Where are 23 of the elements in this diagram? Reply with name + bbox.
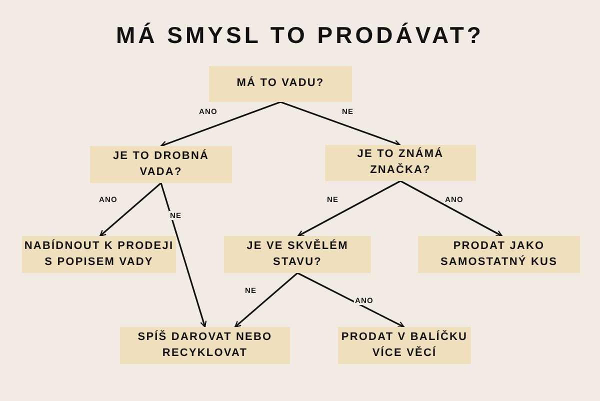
decision-box xyxy=(209,66,352,102)
arrow xyxy=(160,101,281,148)
arrow xyxy=(297,272,405,328)
decision-box xyxy=(224,236,371,273)
title: MÁ SMYSL TO PRODÁVAT? xyxy=(115,22,485,49)
decision-box xyxy=(325,145,476,181)
node-text: PRODAT V BALÍČKU VÍCE VĚCÍ xyxy=(340,330,469,360)
arrow xyxy=(99,182,162,237)
node-text: SPÍŠ DAROVAT NEBO RECYKLOVAT xyxy=(136,330,274,360)
node-text: JE VE SKVĚLÉM STAVU? xyxy=(246,238,350,270)
decision-box xyxy=(120,327,290,364)
node-text: JE TO DROBNÁ VADA? xyxy=(112,148,210,180)
arrow xyxy=(297,180,401,237)
arrow xyxy=(400,180,503,237)
decision-box xyxy=(90,146,232,183)
node-text: NABÍDNOUT K PRODEJI S POPISEM VADY xyxy=(23,238,175,270)
arrow xyxy=(234,272,298,328)
node-text: PRODAT JAKO SAMOSTATNÝ KUS xyxy=(439,238,559,270)
arrow xyxy=(280,101,401,146)
node-text: JE TO ZNÁMÁ ZNAČKA? xyxy=(356,147,445,178)
arrow xyxy=(160,182,207,328)
decision-box xyxy=(418,236,580,273)
node-text: MÁ TO VADU? xyxy=(236,76,324,92)
